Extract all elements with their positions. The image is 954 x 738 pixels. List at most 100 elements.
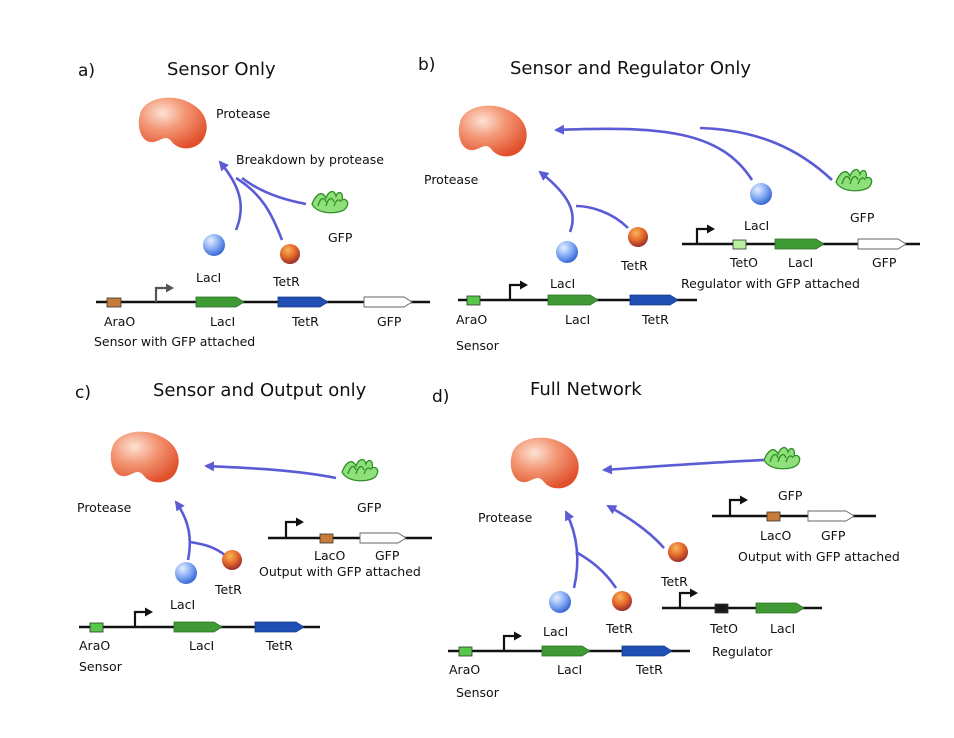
output-caption: Output with GFP attached bbox=[738, 549, 900, 564]
arao-label: AraO bbox=[456, 312, 487, 327]
laco-label: LacO bbox=[314, 548, 345, 563]
laci-gene-label: LacI bbox=[557, 662, 582, 677]
arao-operator bbox=[466, 295, 481, 306]
tetr-gene-label: TetR bbox=[641, 312, 669, 327]
panel-a: a) Sensor Only Protease Breakdown by pro… bbox=[78, 59, 430, 349]
tetr-gene bbox=[621, 645, 673, 657]
laci-gene-label: LacI bbox=[788, 255, 813, 270]
tetr-gene bbox=[629, 294, 679, 306]
promoter-arrow bbox=[154, 283, 174, 302]
protease-enzyme bbox=[138, 97, 207, 149]
gfp-gene-label: GFP bbox=[377, 314, 402, 329]
gfp-protein-label: GFP bbox=[778, 488, 803, 503]
laci-protein-2-label: LacI bbox=[744, 218, 769, 233]
laci-protein-label: LacI bbox=[543, 624, 568, 639]
panel-a-letter: a) bbox=[78, 61, 95, 81]
tetr-protein-2-label: TetR bbox=[660, 574, 688, 589]
arao-operator bbox=[106, 297, 122, 308]
promoter-arrow bbox=[284, 517, 304, 538]
tetr-protein-label: TetR bbox=[620, 258, 648, 273]
laci-protein bbox=[175, 562, 197, 584]
gfp-gene bbox=[363, 296, 413, 308]
sensor-construct: AraO LacI TetR Sensor bbox=[79, 607, 320, 674]
sensor-caption: Sensor bbox=[456, 338, 500, 353]
promoter-arrow bbox=[678, 588, 698, 608]
breakdown-label: Breakdown by protease bbox=[236, 152, 384, 167]
laci-protein bbox=[556, 241, 578, 263]
sensor-construct: AraO LacI TetR Sensor bbox=[448, 631, 690, 700]
tetr-gene bbox=[277, 296, 329, 308]
gfp-protein-label: GFP bbox=[357, 500, 382, 515]
laci-protein bbox=[203, 234, 225, 256]
output-caption: Output with GFP attached bbox=[259, 564, 421, 579]
degradation-arrows bbox=[538, 124, 833, 233]
promoter-arrow bbox=[728, 495, 748, 516]
laci-gene bbox=[173, 621, 223, 633]
regulator-caption: Regulator bbox=[712, 644, 773, 659]
tetr-protein-label: TetR bbox=[605, 621, 633, 636]
promoter-arrow bbox=[133, 607, 153, 627]
gfp-gene bbox=[807, 510, 855, 522]
laci-gene-label: LacI bbox=[565, 312, 590, 327]
laco-operator bbox=[319, 533, 334, 544]
gfp-gene-label: GFP bbox=[821, 528, 846, 543]
laci-gene bbox=[547, 294, 599, 306]
panel-c-letter: c) bbox=[75, 383, 91, 403]
tetr-protein bbox=[222, 550, 242, 570]
laco-label: LacO bbox=[760, 528, 791, 543]
laci-gene bbox=[541, 645, 591, 657]
tetr-protein bbox=[628, 227, 648, 247]
laci-gene bbox=[195, 296, 245, 308]
protease-label: Protease bbox=[77, 500, 132, 515]
tetr-gene-label: TetR bbox=[291, 314, 319, 329]
protease-label: Protease bbox=[478, 510, 533, 525]
panel-a-title: Sensor Only bbox=[167, 59, 276, 80]
degradation-arrows bbox=[564, 458, 765, 589]
promoter-arrow bbox=[502, 631, 522, 651]
teto-label: TetO bbox=[729, 255, 758, 270]
gfp-protein bbox=[763, 446, 801, 470]
gfp-gene bbox=[857, 238, 907, 250]
gfp-gene-label: GFP bbox=[872, 255, 897, 270]
arao-operator bbox=[89, 622, 104, 633]
laci-gene bbox=[774, 238, 825, 250]
arao-label: AraO bbox=[104, 314, 135, 329]
tetr-gene-label: TetR bbox=[265, 638, 293, 653]
laci-protein-label: LacI bbox=[170, 597, 195, 612]
arao-label: AraO bbox=[79, 638, 110, 653]
regulator-construct: TetO LacI GFP Regulator with GFP attache… bbox=[681, 224, 920, 291]
laci-protein-label: LacI bbox=[196, 270, 221, 285]
laci-protein bbox=[549, 591, 571, 613]
laci-gene bbox=[755, 602, 805, 614]
panel-d: d) Full Network Protease LacI TetR TetR … bbox=[432, 379, 900, 700]
teto-label: TetO bbox=[709, 621, 738, 636]
tetr-protein bbox=[612, 591, 632, 611]
teto-operator bbox=[732, 239, 747, 250]
gfp-protein-label: GFP bbox=[850, 210, 875, 225]
promoter-arrow bbox=[695, 224, 715, 244]
gfp-protein-label: GFP bbox=[328, 230, 353, 245]
sensor-construct: AraO LacI TetR GFP Sensor with GFP attac… bbox=[94, 283, 430, 349]
panel-b: b) Sensor and Regulator Only Protease La… bbox=[418, 55, 920, 353]
gfp-gene-label: GFP bbox=[375, 548, 400, 563]
sensor-caption: Sensor bbox=[79, 659, 123, 674]
degradation-arrows bbox=[218, 160, 307, 241]
tetr-protein-label: TetR bbox=[214, 582, 242, 597]
arao-label: AraO bbox=[449, 662, 480, 677]
protease-label: Protease bbox=[424, 172, 479, 187]
gfp-gene bbox=[359, 532, 407, 544]
construct-caption: Sensor with GFP attached bbox=[94, 334, 255, 349]
output-construct: LacO GFP Output with GFP attached bbox=[712, 495, 900, 564]
gfp-protein bbox=[341, 458, 379, 482]
regulator-construct: TetO LacI Regulator bbox=[662, 588, 822, 659]
tetr-gene bbox=[254, 621, 305, 633]
regulator-caption: Regulator with GFP attached bbox=[681, 276, 860, 291]
tetr-protein-label: TetR bbox=[272, 274, 300, 289]
tetr-protein-2 bbox=[668, 542, 688, 562]
laci-protein-2 bbox=[750, 183, 772, 205]
panel-d-letter: d) bbox=[432, 387, 449, 407]
promoter-arrow bbox=[508, 280, 528, 300]
panel-b-title: Sensor and Regulator Only bbox=[510, 58, 751, 79]
output-construct: LacO GFP Output with GFP attached bbox=[259, 517, 432, 579]
